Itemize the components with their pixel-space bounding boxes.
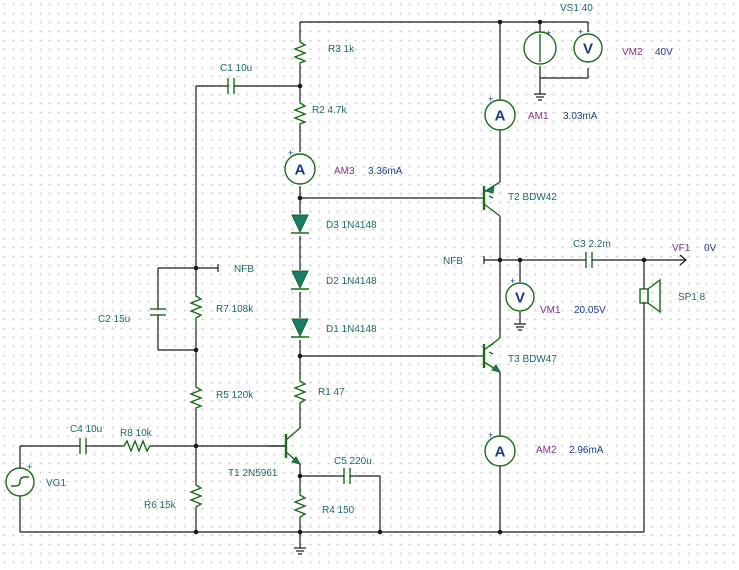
dc-voltage-source-vs1[interactable]: + VS1 40	[523, 3, 593, 65]
am3-name: AM3	[334, 166, 355, 177]
junctions	[193, 19, 647, 535]
vg1-label: VG1	[46, 478, 66, 489]
vm1-name: VM1	[540, 305, 561, 316]
voltmeter-vm1[interactable]: V + VM1 20.05V	[505, 276, 606, 316]
vm2-letter: V	[583, 41, 593, 58]
c5-label: C5 220u	[334, 456, 372, 467]
transistor-t3[interactable]: T3 BDW47	[476, 337, 557, 373]
signal-generator-vg1[interactable]: + VG1	[5, 462, 66, 497]
r5-label: R5 120k	[216, 390, 254, 401]
am2-name: AM2	[536, 445, 557, 456]
ammeter-am3[interactable]: A + AM3 3.36mA	[284, 148, 403, 185]
r4-label: R4 150	[322, 505, 355, 516]
c3-label: C3 2.2m	[573, 239, 611, 250]
d3-label: D3 1N4148	[326, 220, 377, 231]
r8-label: R8 10k	[120, 428, 153, 439]
transistor-t1[interactable]: T1 2N5961	[228, 427, 302, 479]
vf1-value: 0V	[704, 243, 717, 254]
resistor-r5[interactable]: R5 120k	[189, 384, 254, 410]
plus-sign: +	[578, 27, 583, 37]
nfb-right-label: NFB	[443, 256, 463, 267]
diode-d2[interactable]: D2 1N4148	[291, 270, 377, 290]
wires	[19, 21, 686, 548]
r7-label: R7 108k	[216, 304, 254, 315]
capacitor-c5[interactable]: C5 220u	[334, 456, 372, 484]
r3-label: R3 1k	[328, 44, 355, 55]
nfb-node-right: NFB	[443, 256, 485, 267]
t2-label: T2 BDW42	[508, 192, 557, 203]
c4-label: C4 10u	[70, 424, 102, 435]
plus-sign: +	[510, 276, 515, 286]
t1-label: T1 2N5961	[228, 468, 278, 479]
capacitor-c4[interactable]: C4 10u	[70, 424, 102, 454]
am1-name: AM1	[528, 111, 549, 122]
resistor-r4[interactable]: R4 150	[293, 492, 355, 520]
r1-label: R1 47	[318, 387, 345, 398]
am3-value: 3.36mA	[368, 166, 403, 177]
vm2-value: 40V	[655, 47, 673, 58]
voltmeter-vm2[interactable]: V + VM2 40V	[573, 27, 673, 63]
capacitor-c2[interactable]: C2 15u	[98, 306, 166, 325]
am3-letter: A	[295, 162, 306, 179]
d1-label: D1 1N4148	[326, 324, 377, 335]
plus-sign: +	[488, 94, 493, 104]
ground-symbol-vs1	[534, 90, 546, 101]
plus-sign: +	[288, 148, 293, 158]
vf1-name: VF1	[672, 243, 691, 254]
resistor-r1[interactable]: R1 47	[293, 378, 345, 406]
d2-label: D2 1N4148	[326, 276, 377, 287]
diode-d1[interactable]: D1 1N4148	[291, 318, 377, 338]
resistor-r3[interactable]: R3 1k	[293, 38, 355, 66]
r2-label: R2 4.7k	[312, 105, 347, 116]
c2-label: C2 15u	[98, 314, 130, 325]
diode-d3[interactable]: D3 1N4148	[291, 214, 377, 234]
resistor-r2[interactable]: R2 4.7k	[293, 100, 347, 126]
transistor-t2[interactable]: T2 BDW42	[476, 181, 557, 217]
t3-label: T3 BDW47	[508, 354, 557, 365]
ammeter-am2[interactable]: A + AM2 2.96mA	[484, 430, 604, 467]
vs1-label: VS1 40	[560, 3, 593, 14]
nfb-left-label: NFB	[234, 264, 254, 275]
am2-value: 2.96mA	[569, 445, 604, 456]
speaker-sp1[interactable]: SP1 8	[639, 278, 706, 314]
vm1-value: 20.05V	[574, 305, 606, 316]
voltage-probe-vf1[interactable]: VF1 0V	[672, 243, 717, 266]
am1-value: 3.03mA	[563, 111, 598, 122]
plus-sign: +	[488, 430, 493, 440]
am1-letter: A	[495, 108, 506, 125]
vm1-letter: V	[515, 290, 525, 307]
plus-sign: +	[27, 462, 32, 472]
capacitor-c3[interactable]: C3 2.2m	[573, 239, 611, 268]
ammeter-am1[interactable]: A + AM1 3.03mA	[484, 94, 598, 131]
capacitor-c1[interactable]: C1 10u	[220, 63, 252, 94]
resistor-r7[interactable]: R7 108k	[189, 292, 254, 330]
ground-symbol-main	[294, 547, 306, 555]
resistor-r6[interactable]: R6 15k	[144, 482, 203, 511]
plus-sign: +	[546, 28, 551, 38]
resistor-r8[interactable]: R8 10k	[120, 428, 153, 453]
c1-label: C1 10u	[220, 63, 252, 74]
r6-label: R6 15k	[144, 500, 177, 511]
nfb-node-left: NFB	[217, 264, 254, 275]
sp1-label: SP1 8	[678, 292, 706, 303]
vm2-name: VM2	[622, 47, 643, 58]
am2-letter: A	[495, 444, 506, 461]
ground-symbol-vm1	[514, 323, 526, 331]
